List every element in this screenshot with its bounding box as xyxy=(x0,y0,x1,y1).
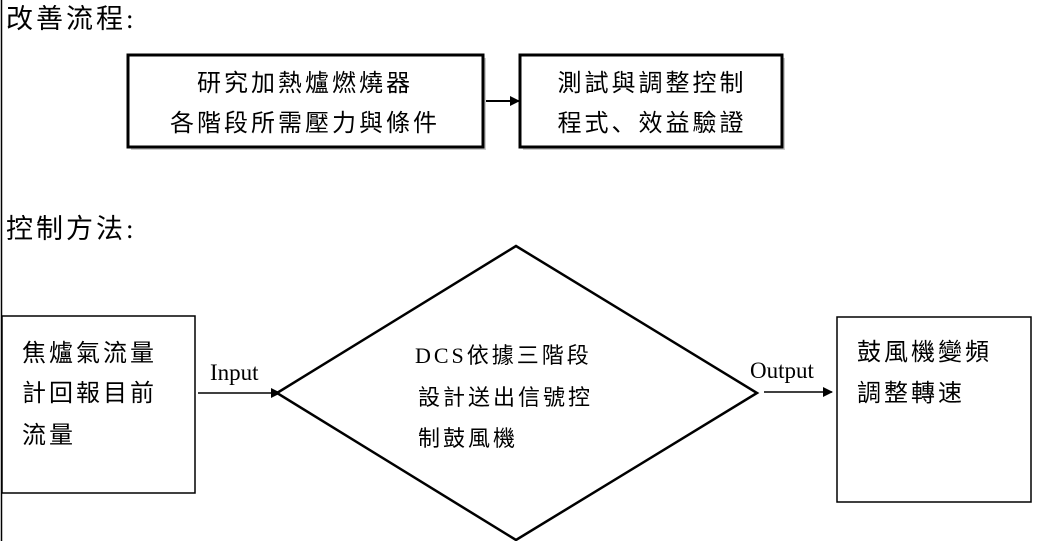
section1-title: 改善流程: xyxy=(6,4,137,34)
input-label: Input xyxy=(210,360,259,385)
step2-line1: 測試與調整控制 xyxy=(558,70,747,97)
input-box-line3: 流量 xyxy=(22,422,76,449)
decision-diamond: DCS依據三階段 設計送出信號控 制鼓風機 xyxy=(274,244,760,541)
input-box: 焦爐氣流量 計回報目前 流量 xyxy=(1,315,196,494)
decision-line1: DCS依據三階段 xyxy=(415,343,592,368)
input-box-line1: 焦爐氣流量 xyxy=(22,340,157,367)
output-box-line1: 鼓風機變頻 xyxy=(857,339,992,366)
step2-box: 測試與調整控制 程式、效益驗證 xyxy=(518,53,785,150)
output-box-line2: 調整轉速 xyxy=(857,380,965,407)
section2-title: 控制方法: xyxy=(6,214,137,244)
decision-line2: 設計送出信號控 xyxy=(418,385,593,410)
step1-line1: 研究加熱爐燃燒器 xyxy=(197,70,413,97)
output-label: Output xyxy=(750,358,815,383)
decision-line3: 制鼓風機 xyxy=(418,426,518,451)
step2-line2: 程式、效益驗證 xyxy=(558,110,747,137)
step1-box: 研究加熱爐燃燒器 各階段所需壓力與條件 xyxy=(126,53,486,150)
input-box-line2: 計回報目前 xyxy=(22,380,157,407)
step1-line2: 各階段所需壓力與條件 xyxy=(170,110,440,137)
output-box: 鼓風機變頻 調整轉速 xyxy=(836,316,1032,503)
